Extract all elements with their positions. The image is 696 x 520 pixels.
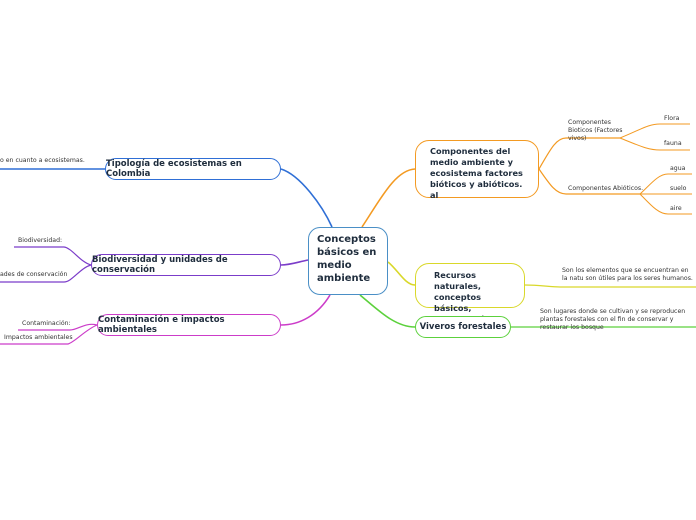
leaf-biodiversidad[interactable]: Biodiversidad: bbox=[18, 237, 63, 244]
edge-center-tipologia bbox=[280, 168, 333, 228]
edge-cont-leaf2 bbox=[0, 324, 98, 345]
leaf-recursos-text[interactable]: Son los elementos que se encuentran en l… bbox=[562, 267, 693, 282]
leaf-unidades-conservacion[interactable]: ades de conservación bbox=[0, 271, 68, 278]
edge-abio-aire bbox=[639, 193, 692, 215]
edge-center-recursos bbox=[387, 261, 416, 286]
edge-cont-leaf1 bbox=[18, 323, 98, 331]
edge-bio-leaf2 bbox=[0, 264, 92, 283]
topic-biodiversidad[interactable]: Biodiversidad y unidades de conservación bbox=[91, 254, 281, 276]
edge-recursos-leaf bbox=[524, 284, 696, 288]
central-topic[interactable]: Conceptos básicos en medio ambiente bbox=[308, 227, 388, 295]
edge-bio-flora bbox=[619, 123, 690, 139]
topic-contaminacion[interactable]: Contaminación e impactos ambientales bbox=[97, 314, 281, 336]
edge-center-biodiversidad bbox=[280, 259, 309, 266]
topic-viveros[interactable]: Viveros forestales bbox=[415, 316, 511, 338]
leaf-fauna[interactable]: fauna bbox=[664, 140, 682, 147]
leaf-contaminacion[interactable]: Contaminación: bbox=[22, 320, 71, 327]
leaf-componentes-abioticos[interactable]: Componentes Abióticos. bbox=[568, 185, 644, 192]
leaf-componentes-bioticos[interactable]: Componentes Bioticos (Factores vivos) bbox=[568, 119, 623, 142]
topic-componentes[interactable]: Componentes del medio ambiente y ecosist… bbox=[415, 140, 539, 200]
edge-comp-bioticos bbox=[538, 137, 620, 170]
leaf-viveros-text[interactable]: Son lugares donde se cultivan y se repro… bbox=[540, 308, 686, 331]
leaf-aire[interactable]: aire bbox=[670, 205, 682, 212]
topic-recursos[interactable]: Recursos naturales, conceptos básicos, c… bbox=[415, 263, 525, 324]
leaf-tipologia-text[interactable]: o en cuanto a ecosistemas. bbox=[0, 157, 85, 164]
edge-center-componentes bbox=[361, 168, 416, 228]
edge-bio-fauna bbox=[619, 137, 690, 151]
leaf-impactos[interactable]: Impactos ambientales bbox=[4, 334, 73, 341]
topic-tipologia[interactable]: Tipología de ecosistemas en Colombia bbox=[105, 158, 281, 180]
edge-abio-agua bbox=[639, 173, 692, 195]
leaf-agua[interactable]: agua bbox=[670, 165, 686, 172]
edge-center-contaminacion bbox=[280, 294, 331, 326]
edge-center-viveros bbox=[359, 294, 416, 328]
leaf-suelo[interactable]: suelo bbox=[670, 185, 687, 192]
edge-comp-abioticos bbox=[538, 168, 640, 195]
leaf-flora[interactable]: Flora bbox=[664, 115, 680, 122]
edge-bio-leaf1 bbox=[14, 246, 92, 266]
